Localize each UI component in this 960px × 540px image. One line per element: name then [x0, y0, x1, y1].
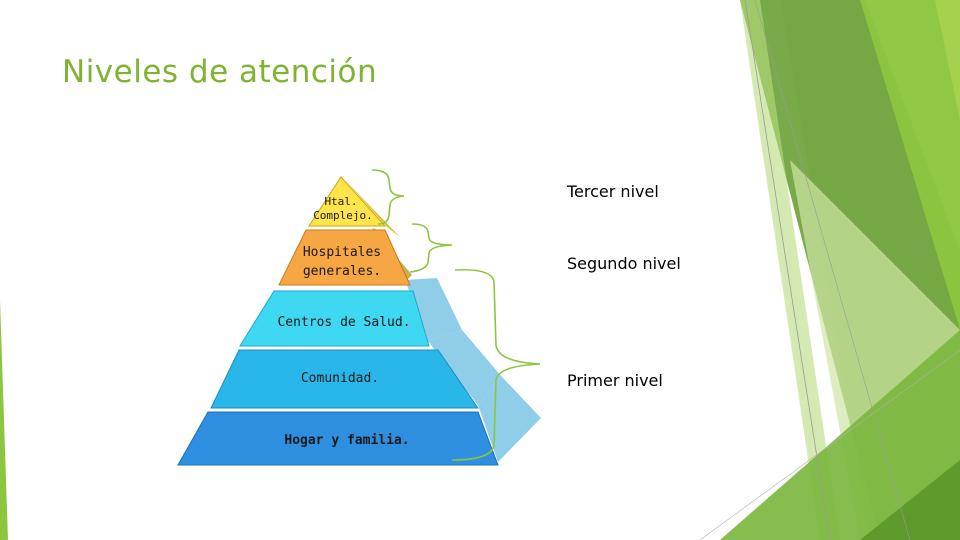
tier-label-fourth: Comunidad.	[301, 371, 379, 386]
tier-label-base: Hogar y familia.	[284, 433, 409, 448]
tier-label-top-line2: Complejo.	[313, 209, 373, 222]
pyramid-side-face	[345, 180, 400, 237]
level-label-tercer: Tercer nivel	[567, 182, 659, 201]
level-label-segundo: Segundo nivel	[567, 254, 681, 273]
slide-title: Niveles de atención	[62, 54, 378, 90]
pyramid-tier-fourth	[210, 349, 479, 409]
pyramid-side-face	[428, 330, 502, 405]
pyramid-tier-second	[278, 229, 411, 286]
pyramid-side-face	[405, 278, 462, 341]
tier-label-third: Centros de Salud.	[277, 315, 410, 330]
tier-label-top-line1: Htal.	[324, 195, 357, 208]
pyramid-tier-third	[239, 290, 430, 347]
level-label-primer: Primer nivel	[567, 371, 663, 390]
pyramid-tier-top	[308, 176, 387, 227]
tier-label-second-line2: generales.	[303, 264, 381, 279]
pyramid-tier-base	[177, 411, 499, 466]
tier-label-second-line1: Hospitales	[303, 245, 381, 260]
bracket-tercer-nivel	[371, 169, 405, 225]
bracket-primer-nivel	[451, 268, 541, 461]
bracket-segundo-nivel	[409, 223, 453, 273]
